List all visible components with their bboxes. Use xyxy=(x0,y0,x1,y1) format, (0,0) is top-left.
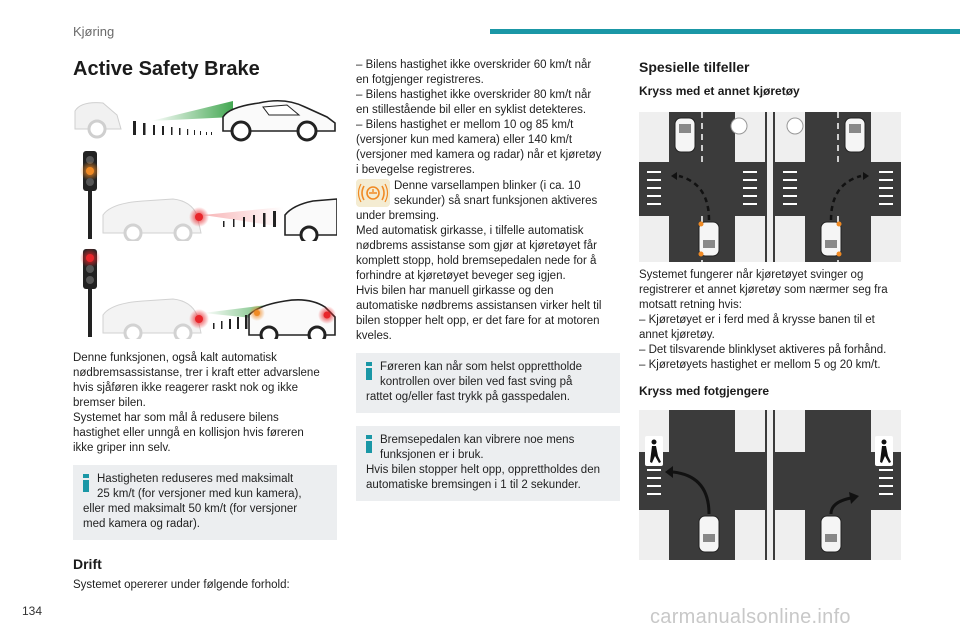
intro-line: hvis sjåføren ikke reagerer raskt nok og… xyxy=(73,382,298,394)
section-header: Kjøring xyxy=(73,24,115,39)
note-line: funksjonen er i bruk. xyxy=(380,449,484,461)
gearbox-line: forhindre at kjøretøyet beveger seg igje… xyxy=(356,270,566,282)
note-line: Føreren kan når som helst opprettholde xyxy=(380,361,582,373)
warning-line: under bremsing. xyxy=(356,210,440,222)
illustration-brake-traffic-light xyxy=(73,247,337,339)
page-title: Active Safety Brake xyxy=(73,58,260,80)
illustration-pedestrian-crossing xyxy=(639,410,901,560)
illustration-car-approach xyxy=(73,91,337,143)
condition-line: en stillestående bil eller en syklist de… xyxy=(356,104,587,116)
pedestrian-crossing-heading: Kryss med fotgjengere xyxy=(639,384,770,398)
speed-reduction-note: Hastigheten reduseres med maksimalt 25 k… xyxy=(73,465,337,540)
gearbox-line: Med automatisk girkasse, i tilfelle auto… xyxy=(356,225,584,237)
gearbox-line: bilen stopper helt opp, er det fare for … xyxy=(356,315,600,327)
condition-line: – Bilens hastighet er mellom 10 og 85 km… xyxy=(356,119,574,131)
driver-control-note: Føreren kan når som helst opprettholde k… xyxy=(356,353,620,413)
illustration-warning-traffic-light xyxy=(73,149,337,241)
illustration-vehicle-crossing xyxy=(639,112,901,262)
condition-line: (versjoner med kamera og radar) når et k… xyxy=(356,149,602,161)
note-line: rattet og/eller fast trykk på gasspedale… xyxy=(366,391,570,403)
info-icon xyxy=(366,435,372,453)
page-number: 134 xyxy=(22,604,43,618)
gearbox-line: nødbrems assistanse som gjør at kjøretøy… xyxy=(356,240,597,252)
condition-line: i bevegelse registreres. xyxy=(356,164,475,176)
info-icon xyxy=(83,474,89,492)
column-3: Spesielle tilfeller Kryss med et annet k… xyxy=(639,56,903,560)
note-line: eller med maksimalt 50 km/t (for versjon… xyxy=(83,503,298,515)
note-line: Hvis bilen stopper helt opp, oppretthold… xyxy=(366,464,600,476)
crossing-line: – Det tilsvarende blinklyset aktiveres p… xyxy=(639,344,887,356)
gearbox-line: automatiske nødbrems assistansen virker … xyxy=(356,300,602,312)
warning-line: sekunder) så snart funksjonen aktiveres xyxy=(394,195,598,207)
crossing-line: motsatt retning hvis: xyxy=(639,299,742,311)
gearbox-line: komplett stopp, hold bremsepedalen nede … xyxy=(356,255,597,267)
note-line: med kamera og radar). xyxy=(83,518,200,530)
crossing-line: – Kjøretøyet er i ferd med å krysse bane… xyxy=(639,314,875,326)
column-2: – Bilens hastighet ikke overskrider 60 k… xyxy=(356,58,620,501)
intro-line: bremser bilen. xyxy=(73,397,146,409)
intro-line: hastighet eller unngå en kollisjon hvis … xyxy=(73,427,304,439)
gearbox-line: kveles. xyxy=(356,330,392,342)
intro-line: ikke griper inn selv. xyxy=(73,442,171,454)
special-cases-heading: Spesielle tilfeller xyxy=(639,59,750,75)
watermark: carmanualsonline.info xyxy=(650,606,851,628)
drift-heading: Drift xyxy=(73,556,102,572)
drift-text: Systemet opererer under følgende forhold… xyxy=(73,579,290,591)
warning-line: Denne varsellampen blinker (i ca. 10 xyxy=(394,180,581,192)
intro-line: nødbremsassistanse, trer i kraft etter a… xyxy=(73,367,320,379)
warning-lamp-paragraph: Denne varsellampen blinker (i ca. 10 sek… xyxy=(356,179,620,224)
column-1: Active Safety Brake xyxy=(73,56,337,593)
collision-warning-lamp-icon xyxy=(356,179,390,207)
crossing-line: annet kjøretøy. xyxy=(639,329,715,341)
crossing-line: registrerer et annet kjøretøy som nærmer… xyxy=(639,284,888,296)
note-line: Bremsepedalen kan vibrere noe mens xyxy=(380,434,575,446)
crossing-line: Systemet fungerer når kjøretøyet svinger… xyxy=(639,269,864,281)
info-icon xyxy=(366,362,372,380)
condition-line: (versjoner kun med kamera) eller 140 km/… xyxy=(356,134,573,146)
condition-line: – Bilens hastighet ikke overskrider 60 k… xyxy=(356,59,592,71)
condition-line: – Bilens hastighet ikke overskrider 80 k… xyxy=(356,89,592,101)
intro-line: Denne funksjonen, også kalt automatisk xyxy=(73,352,277,364)
crossing-line: – Kjøretøyets hastighet er mellom 5 og 2… xyxy=(639,359,881,371)
vehicle-crossing-heading: Kryss med et annet kjøretøy xyxy=(639,84,800,98)
header-accent-bar xyxy=(490,29,960,34)
brake-pedal-note: Bremsepedalen kan vibrere noe mens funks… xyxy=(356,426,620,501)
intro-line: Systemet har som mål å redusere bilens xyxy=(73,412,279,424)
note-line: Hastigheten reduseres med maksimalt xyxy=(97,473,294,485)
note-line: 25 km/t (for versjoner med kun kamera), xyxy=(97,488,302,500)
gearbox-line: Hvis bilen har manuell girkasse og den xyxy=(356,285,554,297)
condition-line: en fotgjenger registreres. xyxy=(356,74,484,86)
note-line: automatiske bremsingen i 1 til 2 sekunde… xyxy=(366,479,581,491)
note-line: kontrollen over bilen ved fast sving på xyxy=(380,376,573,388)
